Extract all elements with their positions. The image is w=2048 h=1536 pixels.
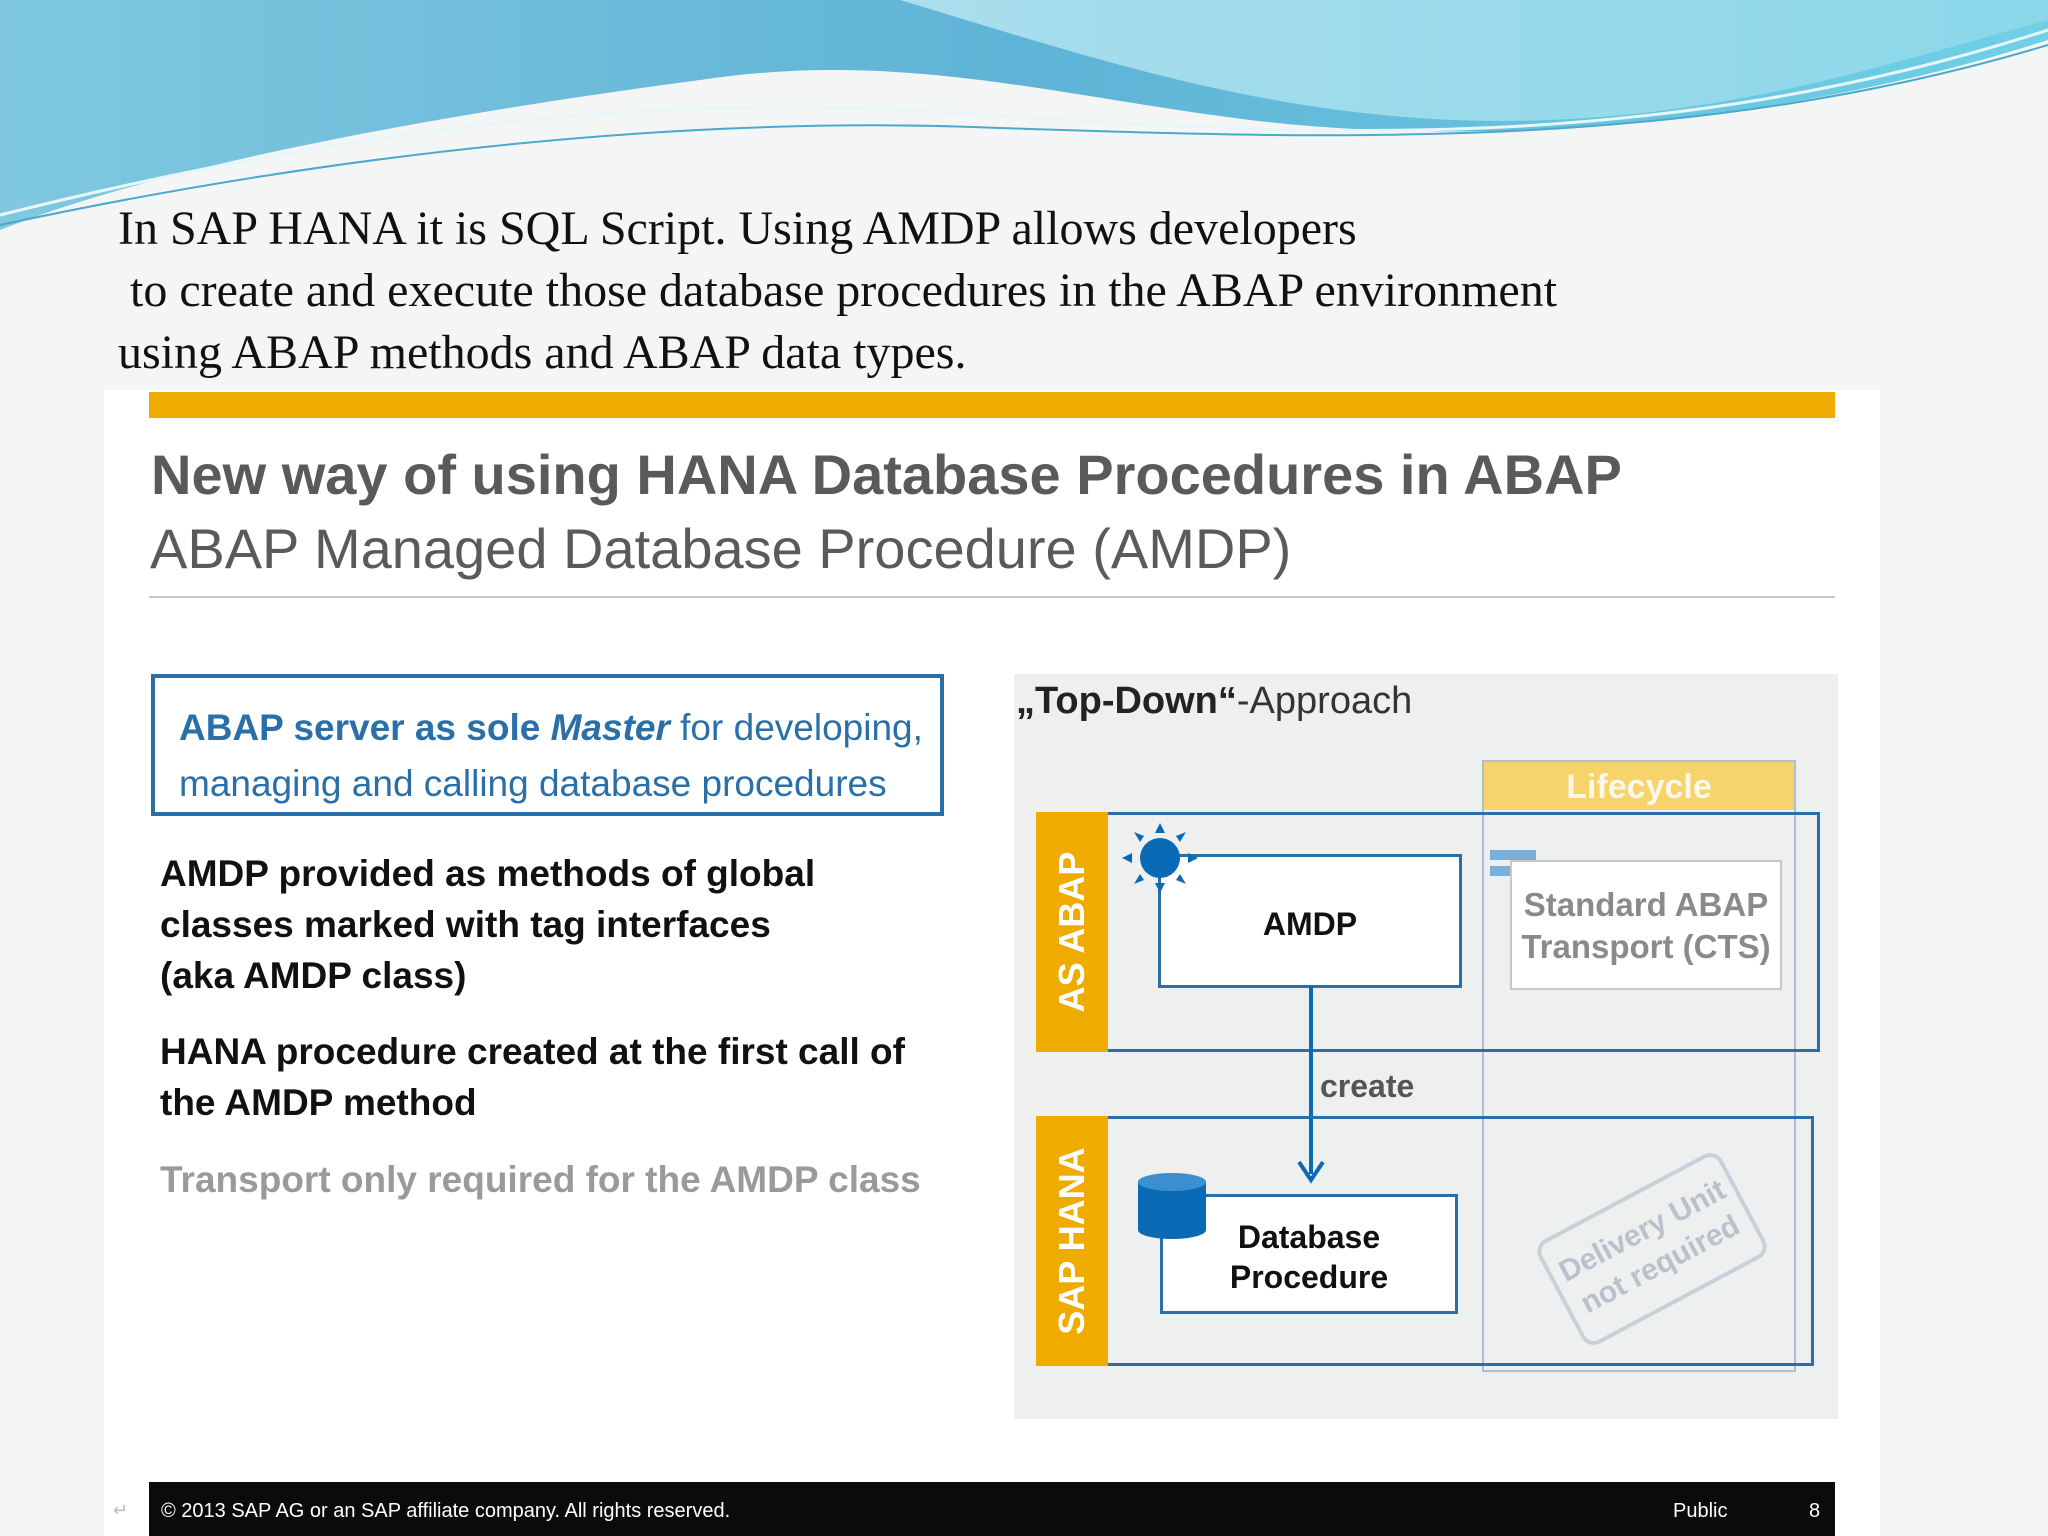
slide-title: New way of using HANA Database Procedure…	[151, 443, 1622, 506]
master-text-part2: for developing,	[669, 707, 923, 748]
intro-line-2: to create and execute those database pro…	[118, 264, 1558, 317]
sap-hana-label: SAP HANA	[1051, 1147, 1092, 1335]
approach-label: „Top-Down“-Approach	[1016, 680, 1412, 723]
amdp-box: AMDP	[1158, 854, 1462, 988]
sap-hana-sidebar: SAP HANA	[1036, 1116, 1108, 1366]
as-abap-label: AS ABAP	[1051, 851, 1092, 1013]
bullet-2-line-1: HANA procedure created at the first call…	[160, 1031, 905, 1072]
bullet-3-line-1: Transport only required for the AMDP cla…	[160, 1159, 921, 1200]
database-icon	[1138, 1173, 1206, 1239]
bullet-hana-procedure: HANA procedure created at the first call…	[160, 1026, 905, 1128]
cts-link-icon-top	[1490, 850, 1536, 860]
cts-line-1: Standard ABAP	[1523, 886, 1769, 923]
footer-page-number: 8	[1809, 1500, 1821, 1522]
as-abap-sidebar: AS ABAP	[1036, 812, 1108, 1052]
master-text-master: Master	[550, 707, 670, 748]
intro-line-1: In SAP HANA it is SQL Script. Using AMDP…	[118, 202, 1357, 255]
approach-label-bold: „Top-Down“	[1016, 680, 1237, 722]
sun-icon	[1122, 823, 1198, 893]
amdp-label: AMDP	[1262, 906, 1358, 942]
intro-text: In SAP HANA it is SQL Script. Using AMDP…	[118, 198, 1918, 384]
slide-accent-bar	[149, 392, 1835, 418]
create-label: create	[1320, 1068, 1415, 1104]
footer-classification: Public	[1673, 1500, 1728, 1522]
bullet-transport: Transport only required for the AMDP cla…	[160, 1154, 921, 1205]
bullet-1-line-3: (aka AMDP class)	[160, 955, 467, 996]
return-arrow-icon: ↵	[113, 1500, 129, 1520]
lifecycle-column	[1482, 760, 1796, 1372]
bullet-2-line-2: the AMDP method	[160, 1082, 477, 1123]
cts-box: Standard ABAP Transport (CTS)	[1510, 860, 1782, 990]
slide-footer: © 2013 SAP AG or an SAP affiliate compan…	[149, 1482, 1835, 1536]
bullet-amdp-methods: AMDP provided as methods of global class…	[160, 848, 815, 1001]
lifecycle-label: Lifecycle	[1566, 768, 1712, 806]
intro-line-3: using ABAP methods and ABAP data types.	[118, 326, 967, 379]
approach-label-rest: -Approach	[1236, 680, 1413, 722]
master-statement-box: ABAP server as sole Master for developin…	[151, 674, 944, 816]
database-procedure-box: Database Procedure	[1160, 1194, 1458, 1314]
title-divider	[149, 596, 1835, 598]
db-proc-line-2: Procedure	[1229, 1259, 1389, 1295]
master-text-line2: managing and calling database procedures	[179, 763, 887, 804]
slide-subtitle: ABAP Managed Database Procedure (AMDP)	[150, 517, 1292, 580]
cts-line-2: Transport (CTS)	[1521, 928, 1771, 965]
lifecycle-header	[1482, 760, 1796, 810]
bullet-1-line-2: classes marked with tag interfaces	[160, 904, 771, 945]
create-arrow-icon	[1297, 986, 1325, 1184]
header-wave-decoration	[0, 0, 2048, 230]
footer-copyright: © 2013 SAP AG or an SAP affiliate compan…	[161, 1500, 731, 1522]
bullet-1-line-1: AMDP provided as methods of global	[160, 853, 816, 894]
db-proc-line-1: Database	[1237, 1219, 1381, 1255]
master-text-part1: ABAP server as sole	[179, 707, 551, 748]
